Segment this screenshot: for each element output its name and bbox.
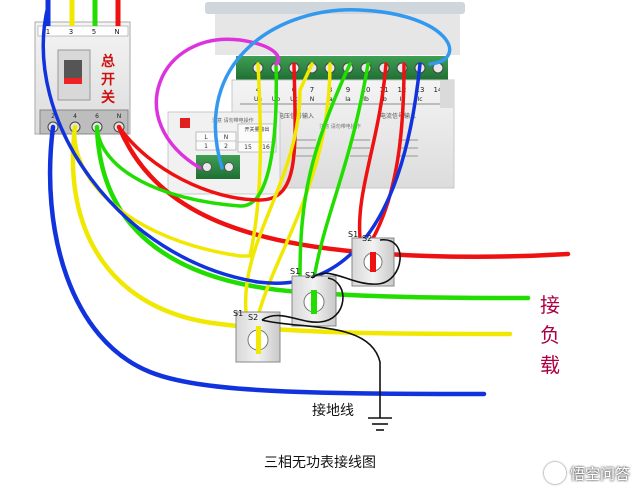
ia-s2-wire — [256, 62, 332, 318]
breaker-top-label: 1 — [46, 28, 50, 36]
ct-phase-c: S1 S2 — [348, 230, 395, 287]
ct-a-conductor — [256, 326, 261, 354]
aux-warning-text: 注意 请勿带电操作 — [212, 117, 254, 124]
meter-terminal-number: 7 — [310, 86, 314, 94]
ub-tap — [95, 62, 279, 208]
breaker-label-char-1: 总 — [101, 53, 115, 70]
meter-warning-text: 注意 请勿带电操作 — [319, 123, 361, 130]
ct-b-conductor — [311, 290, 317, 314]
neutral-wire — [47, 124, 487, 397]
aux-power-blue-wire — [213, 8, 452, 170]
ground-jumper-c-b — [311, 239, 401, 285]
aux-power-magenta-wire — [154, 37, 281, 170]
breaker-bottom-label: 2 — [51, 113, 55, 120]
meter-top-cover — [215, 10, 460, 55]
ct-phase-b: S1 S2 — [290, 267, 337, 327]
load-wires — [47, 124, 571, 397]
ground-jumper-b-a — [261, 277, 344, 323]
ct-c-s2: S2 — [362, 234, 372, 243]
meter-terminal-number: 10 — [362, 86, 371, 94]
aux-top-label-n: N — [224, 134, 229, 141]
meter-terminal-letter: Ic — [417, 96, 422, 103]
aux-top-number-2: 2 — [224, 143, 228, 150]
breaker-bottom-label: N — [117, 113, 122, 120]
breaker-bottom-terminal-labels: 2 4 6 N — [51, 113, 121, 120]
warning-sticker — [180, 118, 190, 128]
aux-number-16: 16 — [262, 144, 270, 151]
aux-output-table — [237, 123, 277, 153]
watermark-logo-icon — [543, 462, 566, 484]
meter-terminal-letter: Ib — [381, 96, 387, 103]
ic-s2-wire — [370, 62, 406, 242]
breaker-label-char-3: 关 — [101, 89, 115, 106]
phase-a-load-wire — [70, 124, 513, 337]
aux-top-label-l: L — [204, 134, 208, 141]
ib-s2-wire — [312, 62, 370, 280]
ct-b-s2: S2 — [305, 271, 315, 280]
aux-number-15: 15 — [244, 144, 252, 151]
phase-c-load-wire — [116, 124, 571, 260]
breaker-bottom-label: 6 — [95, 113, 99, 120]
watermark-text: 悟空问答 — [569, 464, 630, 483]
ct-a-s2: S2 — [248, 313, 258, 322]
meter-terminal-letter: Ia — [327, 96, 333, 103]
ground-lead — [261, 319, 381, 418]
ct-c-conductor — [370, 252, 376, 272]
ib-s1-wire — [298, 62, 352, 278]
ct-b-s1: S1 — [290, 267, 300, 276]
watermark: 悟空问答 — [543, 462, 630, 484]
meter-terminal-letter: N — [310, 96, 315, 103]
ct-a-s1: S1 — [233, 309, 243, 318]
switch-output-label: 开关量输出 — [244, 126, 269, 133]
meter-terminal-number: 14 — [434, 86, 443, 94]
current-sense-wires — [41, 4, 452, 318]
breaker-bottom-label: 4 — [73, 113, 77, 120]
neutral-voltage-wire — [41, 4, 422, 285]
load-label-char-1: 接 — [540, 293, 560, 317]
meter-top-ridge — [205, 2, 465, 14]
meter-terminal-number: 13 — [416, 86, 425, 94]
breaker-top-terminal-labels: 1 3 5 N — [46, 28, 120, 36]
ic-s1-wire — [357, 62, 388, 240]
ground-symbol — [368, 417, 392, 431]
meter-side-bracket — [440, 80, 454, 108]
breaker-top-label: 3 — [69, 28, 73, 36]
breaker-top-terminals — [37, 25, 129, 37]
ia-s1-wire — [243, 62, 314, 314]
current-transformers: S1 S2 S1 S2 S1 S2 — [233, 230, 395, 363]
aux-top-number-1: 1 — [204, 143, 208, 150]
current-input-label: 电流信号输入 — [380, 112, 416, 120]
breaker-top-label: 5 — [92, 28, 96, 36]
ground-label: 接地线 — [312, 402, 354, 419]
meter-terminal-letter: Ib — [363, 96, 369, 103]
breaker-handle-indicator — [64, 78, 82, 84]
ct-phase-a: S1 S2 — [233, 309, 281, 363]
breaker-top-label: N — [114, 28, 119, 36]
breaker-label-char-2: 开 — [101, 72, 115, 88]
ground-wiring — [261, 239, 401, 418]
meter-terminal-letter: Ia — [345, 96, 351, 103]
meter-terminal-number: 9 — [346, 86, 350, 94]
ct-c-s1: S1 — [348, 230, 358, 239]
load-label-char-3: 载 — [540, 353, 560, 377]
load-label-char-2: 负 — [540, 323, 560, 347]
diagram-caption: 三相无功表接线图 — [264, 455, 376, 471]
